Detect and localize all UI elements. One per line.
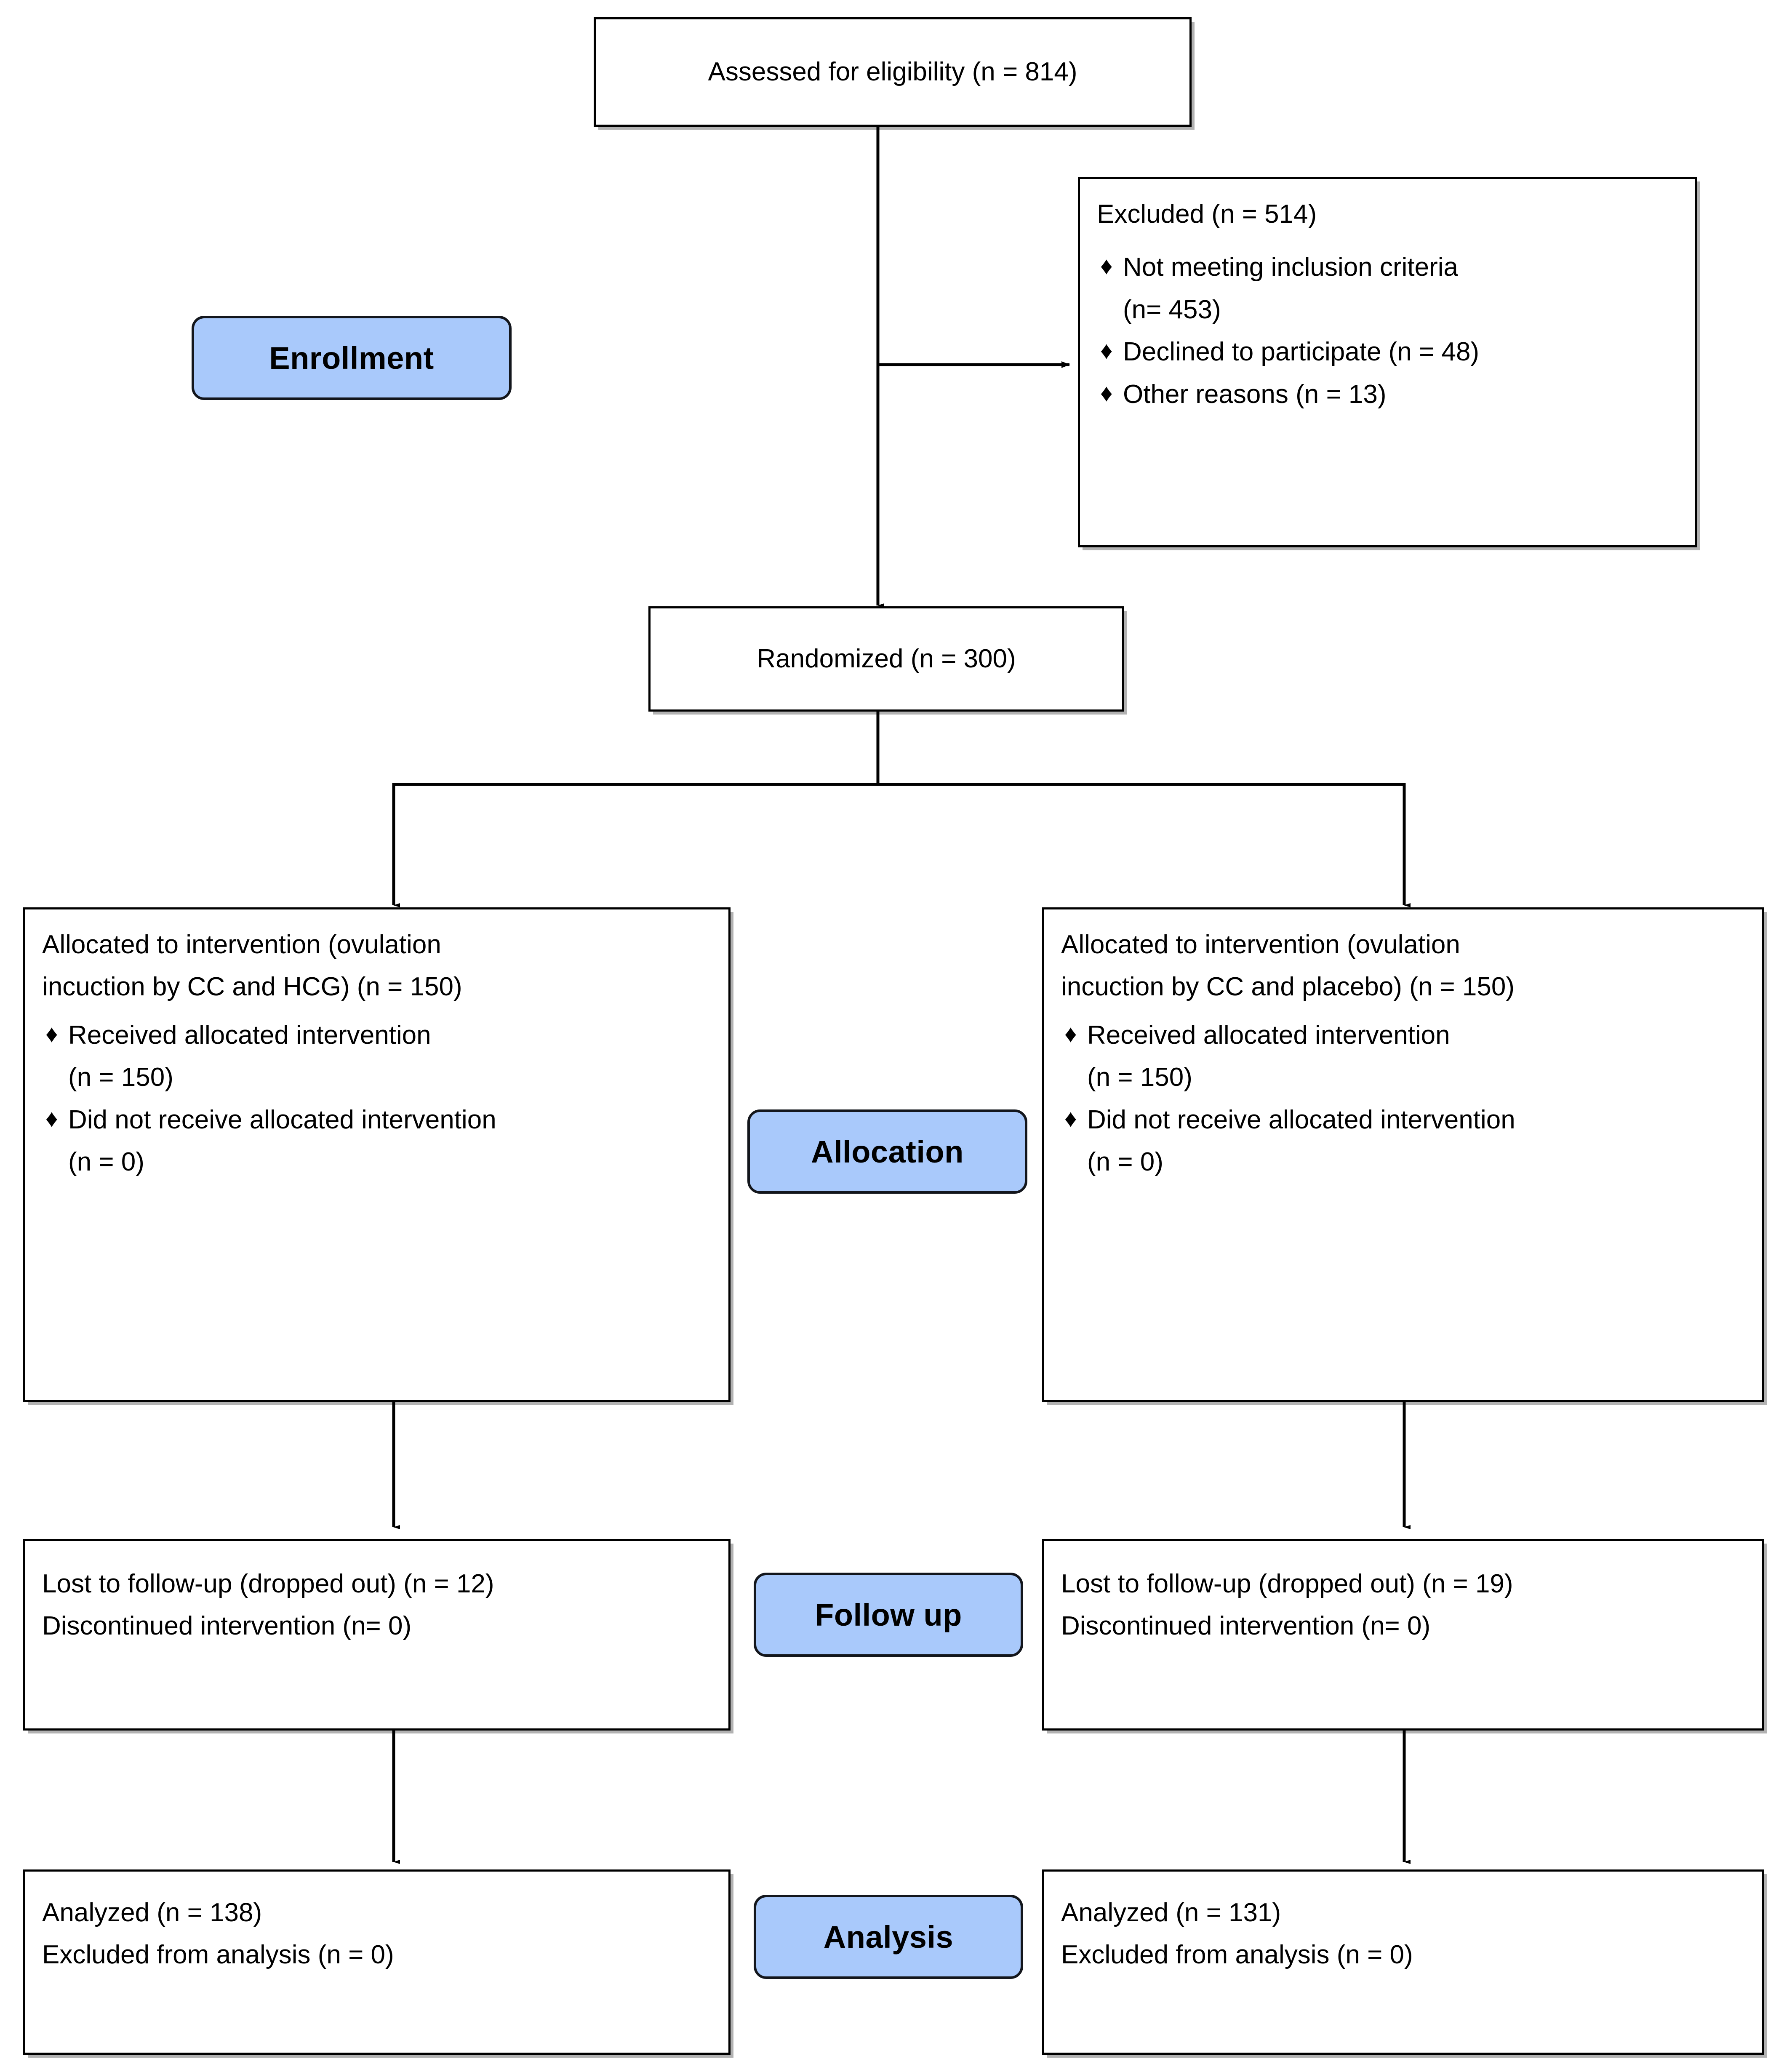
alloc-left-item-not-received-count: (n = 0) (68, 1147, 144, 1177)
node-followup-right: Lost to follow-up (dropped out) (n = 19)… (1042, 1539, 1764, 1731)
alloc-right-item-label: Did not receive allocated intervention (1087, 1105, 1515, 1134)
node-excluded: Excluded (n = 514) ♦ Not meeting inclusi… (1078, 177, 1697, 547)
stage-badge-label: Enrollment (269, 340, 434, 376)
alloc-right-item-not-received: ♦ Did not receive allocated intervention (1061, 1099, 1745, 1141)
alloc-left-item-received-count: (n = 150) (68, 1063, 173, 1092)
stage-badge-label: Follow up (815, 1597, 962, 1632)
stage-badge-label: Analysis (823, 1919, 954, 1955)
excluded-item-declined: ♦ Declined to participate (n = 48) (1097, 331, 1678, 373)
node-followup-left: Lost to follow-up (dropped out) (n = 12)… (23, 1539, 731, 1731)
excluded-heading: Excluded (n = 514) (1097, 200, 1317, 229)
node-analysis-left: Analyzed (n = 138) Excluded from analysi… (23, 1869, 731, 2055)
analysis-right-analyzed: Analyzed (n = 131) (1061, 1898, 1281, 1927)
excluded-item-other-reasons: ♦ Other reasons (n = 13) (1097, 373, 1678, 416)
followup-left-discontinued: Discontinued intervention (n= 0) (42, 1611, 412, 1641)
randomized-text: Randomized (n = 300) (757, 644, 1016, 673)
diamond-bullet-icon: ♦ (1100, 379, 1113, 407)
diamond-bullet-icon: ♦ (1100, 252, 1113, 280)
followup-right-lost: Lost to follow-up (dropped out) (n = 19) (1061, 1569, 1513, 1598)
diamond-bullet-icon: ♦ (1100, 337, 1113, 365)
stage-badge-allocation: Allocation (747, 1109, 1027, 1194)
alloc-right-heading-line1: Allocated to intervention (ovulation (1061, 930, 1460, 959)
diamond-bullet-icon: ♦ (1064, 1104, 1077, 1132)
stage-badge-label: Allocation (811, 1134, 964, 1169)
excluded-item-not-meeting-criteria: ♦ Not meeting inclusion criteria (1097, 246, 1678, 288)
node-allocated-right: Allocated to intervention (ovulation inc… (1042, 907, 1764, 1402)
alloc-right-item-received: ♦ Received allocated intervention (1061, 1014, 1745, 1056)
diamond-bullet-icon: ♦ (45, 1104, 58, 1132)
excluded-item-not-meeting-criteria-count: (n= 453) (1123, 295, 1221, 324)
alloc-left-item-not-received: ♦ Did not receive allocated intervention (42, 1099, 712, 1141)
alloc-left-heading-line1: Allocated to intervention (ovulation (42, 930, 441, 959)
alloc-left-heading-line2: incuction by CC and HCG) (n = 150) (42, 972, 462, 1002)
alloc-right-heading-line2: incuction by CC and placebo) (n = 150) (1061, 972, 1515, 1002)
diamond-bullet-icon: ♦ (45, 1020, 58, 1048)
node-allocated-left: Allocated to intervention (ovulation inc… (23, 907, 731, 1402)
node-randomized: Randomized (n = 300) (648, 606, 1124, 712)
excluded-item-label: Not meeting inclusion criteria (1123, 253, 1459, 282)
excluded-item-label: Other reasons (n = 13) (1123, 379, 1387, 409)
excluded-item-label: Declined to participate (n = 48) (1123, 337, 1480, 367)
followup-left-lost: Lost to follow-up (dropped out) (n = 12) (42, 1569, 494, 1598)
alloc-left-item-label: Received allocated intervention (68, 1020, 431, 1050)
alloc-right-item-received-count: (n = 150) (1087, 1063, 1192, 1092)
followup-right-discontinued: Discontinued intervention (n= 0) (1061, 1611, 1431, 1641)
assessed-text: Assessed for eligibility (n = 814) (708, 57, 1077, 86)
analysis-left-analyzed: Analyzed (n = 138) (42, 1898, 262, 1927)
stage-badge-followup: Follow up (754, 1573, 1023, 1657)
diamond-bullet-icon: ♦ (1064, 1020, 1077, 1048)
alloc-right-item-label: Received allocated intervention (1087, 1020, 1450, 1050)
alloc-right-item-not-received-count: (n = 0) (1087, 1147, 1163, 1177)
alloc-left-item-label: Did not receive allocated intervention (68, 1105, 496, 1134)
stage-badge-analysis: Analysis (754, 1895, 1023, 1979)
node-assessed-for-eligibility: Assessed for eligibility (n = 814) (594, 17, 1192, 127)
alloc-left-item-received: ♦ Received allocated intervention (42, 1014, 712, 1056)
analysis-left-excluded: Excluded from analysis (n = 0) (42, 1940, 394, 1970)
node-analysis-right: Analyzed (n = 131) Excluded from analysi… (1042, 1869, 1764, 2055)
analysis-right-excluded: Excluded from analysis (n = 0) (1061, 1940, 1413, 1970)
stage-badge-enrollment: Enrollment (192, 316, 512, 400)
